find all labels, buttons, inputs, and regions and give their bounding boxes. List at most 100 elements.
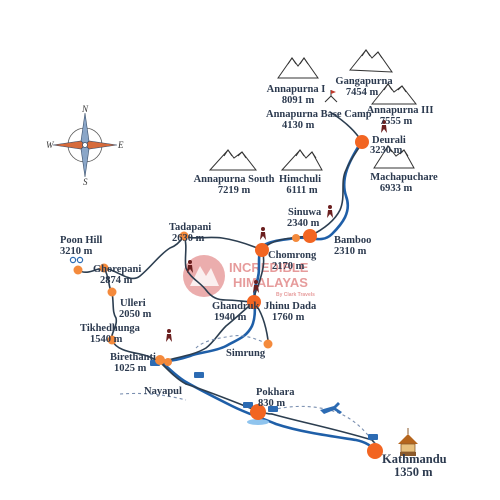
mountain-icon-annapurna-i [277, 57, 319, 79]
place-kathmandu-elev: 1350 m [394, 465, 433, 479]
place-tikhedhunga-elev: 1540 m [90, 334, 123, 345]
bus-icons [150, 360, 378, 440]
bus-icon-4 [268, 406, 278, 412]
place-ghandruk-name: Ghandruk [212, 301, 259, 312]
place-abc-elev: 4130 m [282, 120, 315, 131]
node-simrung[interactable] [263, 339, 273, 349]
temple-icon [398, 428, 418, 456]
trekker-icon-jhinu [253, 280, 259, 293]
flight-route [271, 405, 377, 447]
trail-ghandruk-nayapul [167, 301, 255, 361]
node-ghandruk-jhinu[interactable] [247, 295, 261, 309]
node-ulleri[interactable] [107, 287, 117, 297]
mountain-icon-machapuchare [373, 145, 415, 169]
peak-machapuchare-elev: 6933 m [380, 183, 413, 194]
place-birethanti-elev: 1025 m [114, 363, 147, 374]
peak-annapurna-i-name: Annapurna I [267, 84, 326, 95]
node-birethanti[interactable] [155, 355, 165, 365]
trekker-icons [166, 120, 387, 342]
lake-icon [247, 419, 269, 425]
place-sinuwa-name: Sinuwa [288, 207, 322, 218]
node-sinuwa[interactable] [292, 234, 300, 242]
compass-n: N [81, 104, 89, 114]
mountain-icon-annapurna-iii [370, 83, 418, 105]
place-pokhara-name: Pokhara [256, 387, 295, 398]
place-kathmandu-name: Kathmandu [382, 452, 447, 466]
node-nayapul[interactable] [164, 358, 172, 366]
bus-icon-2 [194, 372, 204, 378]
peak-gangapurna-elev: 7454 m [346, 87, 379, 98]
river [155, 142, 378, 454]
watermark-line1: INCREDIBLE [229, 260, 309, 275]
nodes [73, 135, 383, 459]
peak-annapurna-i-elev: 8091 m [282, 95, 315, 106]
trail-birethanti-nayapul [159, 361, 187, 385]
node-chomrong[interactable] [255, 243, 269, 257]
node-kathmandu[interactable] [367, 443, 383, 459]
place-ulleri-name: Ulleri [120, 298, 146, 309]
dashed-ghandruk-simrung [195, 335, 269, 349]
dashed-routes [119, 335, 377, 447]
compass-rose-icon: N S W E [46, 104, 124, 187]
node-pokhara[interactable] [250, 404, 266, 420]
place-tadapani-elev: 2630 m [172, 233, 205, 244]
peak-annapurna-south-name: Annapurna South [194, 174, 275, 185]
peak-machapuchare-name: Machapuchare [370, 172, 438, 183]
trail-pokhara-kathmandu [271, 413, 379, 453]
place-bamboo-name: Bamboo [334, 235, 371, 246]
peak-annapurna-iii-elev: 7555 m [380, 116, 413, 127]
place-ulleri-elev: 2050 m [119, 309, 152, 320]
watermark-tagline: By Clark Travels [276, 292, 315, 298]
place-abc-name: Annapurna Base Camp [266, 109, 372, 120]
place-deurali-elev: 3230 m [370, 145, 403, 156]
compass-w: W [46, 140, 55, 150]
place-chomrong-elev: 2170 m [272, 261, 305, 272]
trekker-icon-deurali [381, 120, 387, 133]
trail-tadapani-ghandruk [183, 235, 255, 303]
place-poon-hill-name: Poon Hill [60, 235, 102, 246]
place-poon-hill-elev: 3210 m [60, 246, 93, 257]
node-tikhedhunga[interactable] [107, 335, 117, 345]
trekker-icon-birethanti [166, 329, 172, 342]
node-deurali[interactable] [355, 135, 369, 149]
place-tadapani-name: Tadapani [169, 222, 211, 233]
peak-gangapurna-name: Gangapurna [335, 76, 393, 87]
trail-ghorepani-tadapani [103, 235, 185, 280]
mountains [208, 49, 418, 171]
base-camp-icon [324, 90, 338, 103]
node-poon-hill[interactable] [73, 265, 83, 275]
peak-himchuli-elev: 6111 m [286, 185, 317, 196]
place-jhinu-dada-name: Jhinu Dada [264, 301, 317, 312]
airplane-icon [320, 402, 342, 414]
binocular-icon [69, 256, 84, 264]
place-birethanti-name: Birethanti [110, 352, 156, 363]
node-bamboo[interactable] [303, 229, 317, 243]
watermark: INCREDIBLE HIMALAYAS By Clark Travels [183, 255, 315, 298]
node-tadapani[interactable] [179, 231, 189, 241]
trail-tadapani-chomrong [183, 235, 263, 251]
compass-e: E [117, 140, 124, 150]
place-ghorepani-elev: 2874 m [100, 275, 133, 286]
place-jhinu-dada-elev: 1760 m [272, 312, 305, 323]
trekker-icon-sinuwa [327, 205, 333, 218]
place-nayapul-name: Nayapul [144, 386, 182, 397]
peak-himchuli-name: Himchuli [279, 174, 321, 185]
bus-icon-3 [243, 402, 253, 408]
watermark-line2: HIMALAYAS [233, 275, 308, 290]
place-tikhedhunga-name: Tikhedhunga [80, 323, 141, 334]
trekker-icon-chomrong [260, 227, 266, 240]
place-deurali-name: Deurali [372, 135, 406, 146]
place-sinuwa-elev: 2340 m [287, 218, 320, 229]
place-pokhara-elev: 830 m [258, 398, 285, 409]
mountain-icon-himchuli [280, 149, 323, 171]
trekker-icon-tadapani [187, 260, 193, 273]
trail-bamboo-deurali [309, 141, 363, 237]
peak-annapurna-south-elev: 7219 m [218, 185, 251, 196]
dashed-road-west [119, 392, 187, 401]
compass-s: S [83, 177, 88, 187]
place-ghorepani-name: Ghorepani [93, 264, 141, 275]
node-ghorepani[interactable] [99, 263, 109, 273]
bus-icon-5 [368, 434, 378, 440]
